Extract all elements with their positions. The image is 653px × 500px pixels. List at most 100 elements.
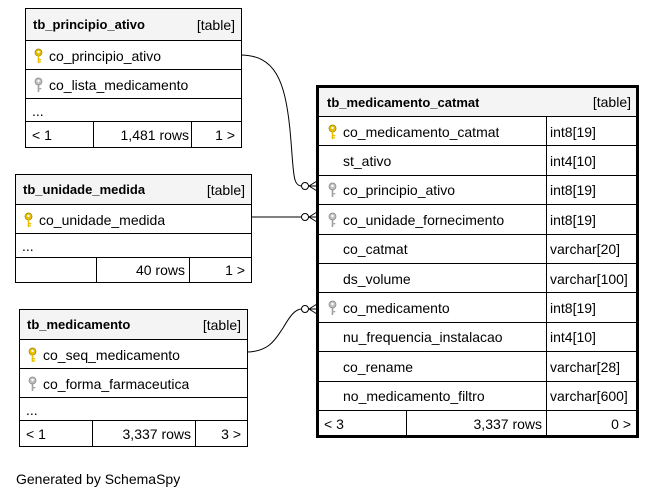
foreign-key-icon xyxy=(33,77,44,93)
primary-key-icon xyxy=(23,212,34,228)
column-row: no_medicamento_filtro varchar[600] xyxy=(319,380,636,411)
ellipsis-row: ... xyxy=(20,397,247,421)
column-cell: co_unidade_medida xyxy=(23,205,165,234)
column-cell: co_principio_ativo xyxy=(33,41,161,70)
column-cell: co_forma_farmaceutica xyxy=(27,369,189,398)
primary-key-icon xyxy=(33,48,44,64)
column-cell: co_medicamento xyxy=(327,293,450,322)
column-type: int8[19] xyxy=(550,182,596,199)
link-principio-catmat-circle xyxy=(301,182,309,190)
column-type: varchar[28] xyxy=(550,358,621,375)
column-type: int8[19] xyxy=(550,123,596,140)
column-name: co_catmat xyxy=(343,241,408,258)
row-count: 40 rows xyxy=(135,262,185,278)
primary-key-icon xyxy=(327,124,338,140)
column-name: co_unidade_fornecimento xyxy=(343,211,505,228)
column-row: nu_frequencia_instalacao int4[10] xyxy=(319,321,636,353)
column-cell: co_catmat xyxy=(327,235,408,264)
column-name: co_medicamento_catmat xyxy=(343,123,500,140)
column-cell: no_medicamento_filtro xyxy=(327,382,485,411)
table-medicamento-catmat[interactable]: tb_medicamento_catmat [table] co_medicam… xyxy=(316,85,639,438)
column-cell: co_rename xyxy=(327,352,413,381)
table-header: tb_medicamento [table] xyxy=(20,310,247,339)
table-type-tag: [table] xyxy=(202,316,241,333)
next-page-link[interactable]: 1 > xyxy=(225,262,245,278)
table-type-tag: [table] xyxy=(592,94,631,110)
column-name: no_medicamento_filtro xyxy=(343,388,485,405)
table-principio-ativo[interactable]: tb_principio_ativo [table] co_principio_… xyxy=(25,8,242,148)
ellipsis: ... xyxy=(22,238,34,254)
column-row: co_rename varchar[28] xyxy=(319,351,636,382)
table-footer: 40 rows 1 > xyxy=(16,257,251,282)
primary-key-icon xyxy=(27,347,38,363)
column-cell: nu_frequencia_instalacao xyxy=(327,323,503,352)
table-footer: < 3 3,337 rows 0 > xyxy=(319,410,636,436)
column-row: co_unidade_medida xyxy=(16,204,251,234)
column-name: co_seq_medicamento xyxy=(43,346,180,363)
column-type: varchar[600] xyxy=(550,388,628,405)
column-cell: co_unidade_fornecimento xyxy=(327,205,504,234)
table-type-tag: [table] xyxy=(196,16,235,33)
table-medicamento[interactable]: tb_medicamento [table] co_seq_medicament… xyxy=(19,309,248,447)
column-name: co_principio_ativo xyxy=(343,182,456,199)
column-name: co_lista_medicamento xyxy=(49,76,189,93)
ellipsis: ... xyxy=(32,102,44,119)
table-unidade-medida[interactable]: tb_unidade_medida [table] co_unidade_med… xyxy=(15,174,252,283)
column-row: co_principio_ativo xyxy=(26,40,241,70)
column-name: co_unidade_medida xyxy=(39,211,166,228)
column-cell: ds_volume xyxy=(327,264,411,293)
table-header: tb_principio_ativo [table] xyxy=(26,9,241,40)
table-header: tb_medicamento_catmat [table] xyxy=(319,88,636,116)
prev-page-link[interactable]: < 1 xyxy=(26,425,46,442)
table-header: tb_unidade_medida [table] xyxy=(16,175,251,204)
footer-credit: Generated by SchemaSpy xyxy=(16,471,181,487)
column-row: co_principio_ativo int8[19] xyxy=(319,174,636,206)
column-cell: co_lista_medicamento xyxy=(33,70,188,99)
link-medicamento-catmat-circle xyxy=(301,305,309,313)
column-name: ds_volume xyxy=(343,270,411,287)
column-cell: co_medicamento_catmat xyxy=(327,117,499,146)
foreign-key-icon xyxy=(327,212,338,228)
column-name: co_principio_ativo xyxy=(49,47,162,64)
link-principio-catmat xyxy=(239,54,303,187)
column-cell: st_ativo xyxy=(327,146,391,175)
ellipsis: ... xyxy=(26,401,38,418)
column-row: co_medicamento int8[19] xyxy=(319,292,636,323)
row-count: 1,481 rows xyxy=(120,126,189,143)
foreign-key-icon xyxy=(27,376,38,392)
table-footer: < 1 3,337 rows 3 > xyxy=(20,420,247,446)
column-type: int4[10] xyxy=(550,329,596,346)
column-cell: co_seq_medicamento xyxy=(27,340,180,369)
column-row: co_medicamento_catmat int8[19] xyxy=(319,116,636,147)
column-name: nu_frequencia_instalacao xyxy=(343,329,503,346)
column-type: int8[19] xyxy=(550,300,596,317)
column-name: co_medicamento xyxy=(343,300,450,317)
column-cell: co_principio_ativo xyxy=(327,176,455,205)
ellipsis-row: ... xyxy=(26,98,241,122)
column-row: co_seq_medicamento xyxy=(20,339,247,369)
table-name: tb_medicamento_catmat xyxy=(327,94,480,110)
column-row: co_forma_farmaceutica xyxy=(20,368,247,398)
prev-page-link[interactable]: < 3 xyxy=(324,415,344,432)
row-count: 3,337 rows xyxy=(122,425,191,442)
column-row: co_catmat varchar[20] xyxy=(319,233,636,264)
foreign-key-icon xyxy=(327,300,338,316)
column-type: varchar[20] xyxy=(550,241,621,258)
table-name: tb_medicamento xyxy=(27,317,131,332)
next-page-link[interactable]: 0 > xyxy=(611,415,631,432)
column-type: int8[19] xyxy=(550,211,596,228)
column-name: co_rename xyxy=(343,358,414,375)
ellipsis-row: ... xyxy=(16,233,251,258)
prev-page-link[interactable]: < 1 xyxy=(32,126,52,143)
table-type-tag: [table] xyxy=(206,181,245,198)
column-name: co_forma_farmaceutica xyxy=(43,375,190,392)
link-unidade-catmat-circle xyxy=(301,213,309,221)
table-footer: < 1 1,481 rows 1 > xyxy=(26,121,241,147)
next-page-link[interactable]: 1 > xyxy=(215,126,235,143)
next-page-link[interactable]: 3 > xyxy=(221,425,241,442)
table-name: tb_unidade_medida xyxy=(23,182,146,197)
column-row: co_lista_medicamento xyxy=(26,69,241,99)
table-name: tb_principio_ativo xyxy=(33,17,145,32)
